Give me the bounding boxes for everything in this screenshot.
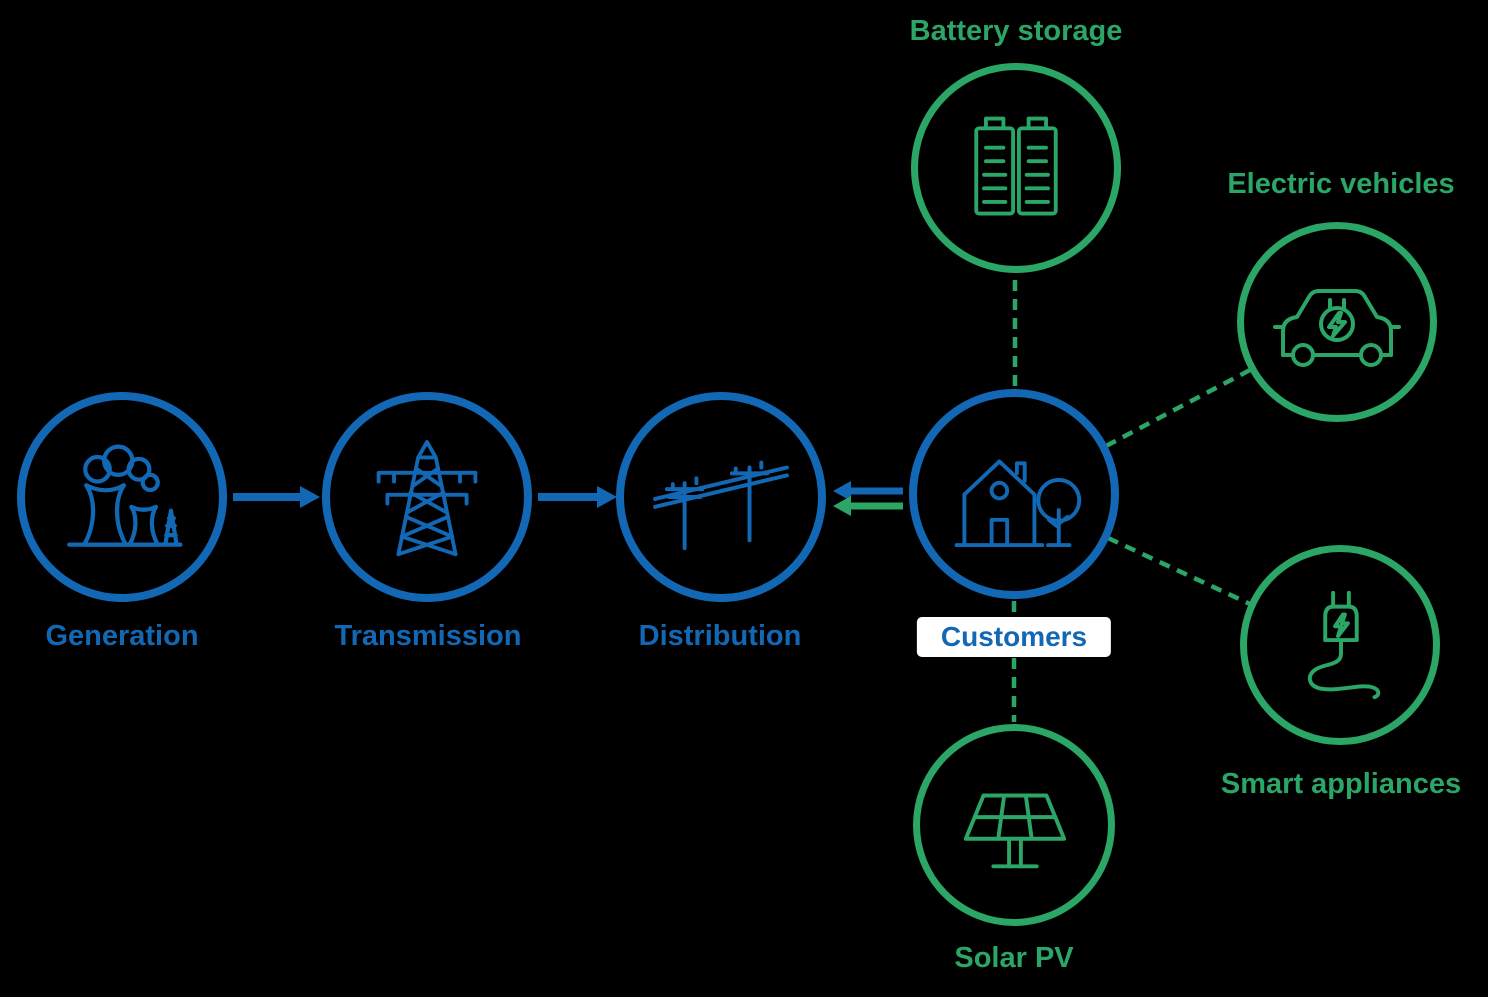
distribution-label: Distribution [638, 620, 802, 652]
smart-appliances-node [1240, 545, 1440, 745]
power-lines-icon [653, 460, 789, 551]
smart-appliances-label: Smart appliances [1220, 768, 1462, 800]
arrow-transmission-to-distribution [538, 486, 617, 508]
electric-car-icon [1273, 289, 1401, 367]
electric-vehicles-node [1237, 222, 1437, 422]
solar-panel-icon [963, 793, 1067, 869]
distribution-node [616, 392, 826, 602]
generation-label: Generation [45, 620, 199, 652]
customers-label: Customers [916, 617, 1112, 657]
electric-vehicles-label: Electric vehicles [1227, 168, 1455, 200]
house-and-tree-icon [954, 458, 1082, 547]
customers-node [909, 389, 1119, 599]
generation-node [17, 392, 227, 602]
battery-storage-label: Battery storage [909, 15, 1123, 47]
arrow-customers-to-distribution-blue [833, 481, 903, 501]
battery-icon [974, 116, 1058, 216]
smart-plug-icon [1307, 590, 1381, 700]
battery-storage-node [911, 63, 1121, 273]
link-customers-smart [1107, 535, 1251, 607]
solar-pv-node [913, 724, 1115, 926]
arrow-customers-to-distribution-green [833, 496, 903, 516]
link-customers-ev [1104, 368, 1252, 448]
transmission-tower-icon [376, 440, 478, 557]
transmission-label: Transmission [334, 620, 522, 652]
transmission-node [322, 392, 532, 602]
solar-pv-label: Solar PV [954, 942, 1074, 974]
arrow-generation-to-transmission [233, 486, 320, 508]
power-plant-icon [67, 444, 183, 547]
